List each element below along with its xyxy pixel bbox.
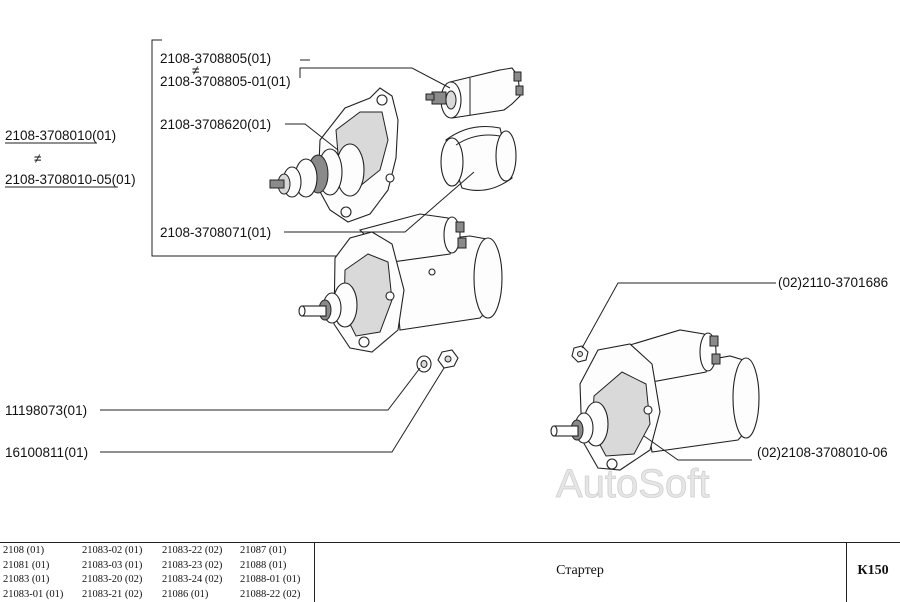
leader-lines <box>100 59 776 461</box>
title-cell: Стартер <box>314 543 847 602</box>
model-cell: 21083-01 (01) <box>3 588 64 600</box>
page-title: Стартер <box>556 563 604 578</box>
yoke-ring-drawing <box>440 125 517 191</box>
models-column: 21083-22 (02) 21083-23 (02) 21083-24 (02… <box>162 544 222 602</box>
model-cell: 21083-02 (01) <box>82 545 143 556</box>
models-column: 21083-02 (01) 21083-03 (01) 21083-20 (02… <box>82 544 142 602</box>
models-column: 21087 (01) 21088 (01) 21088-01 (01) 2108… <box>240 544 300 602</box>
solenoid-relay-drawing <box>425 67 524 119</box>
callout-nut-02: (02)2110-3701686 <box>778 275 888 290</box>
watermark: AutoSoft <box>556 462 709 506</box>
model-cell: 21088-22 (02) <box>240 588 301 600</box>
washer-nut-drawing <box>416 349 459 373</box>
model-cell: 2108 (01) <box>3 545 45 556</box>
nut-02-drawing <box>571 345 589 363</box>
starter-assembly-drawing <box>298 213 503 353</box>
page-code: К150 <box>857 563 889 578</box>
model-cell: 21083-24 (02) <box>162 574 223 585</box>
models-table: 2108 (01) 21081 (01) 21083 (01) 21083-01… <box>0 543 315 602</box>
drive-end-assembly-drawing <box>269 87 399 223</box>
callout-solenoid-b: 2108-3708805-01(01) <box>160 74 291 89</box>
model-cell: 21081 (01) <box>3 559 50 571</box>
callout-washer: 11198073(01) <box>5 403 87 418</box>
callout-starter-neq: ≠ <box>34 151 41 166</box>
callout-starter-a: 2108-3708010(01) <box>5 128 116 143</box>
callout-ring: 2108-3708071(01) <box>160 225 271 240</box>
model-cell: 21083 (01) <box>3 574 50 585</box>
callout-solenoid-a: 2108-3708805(01) <box>160 51 271 66</box>
model-cell: 21088 (01) <box>240 559 287 571</box>
model-cell: 21086 (01) <box>162 588 209 600</box>
model-cell: 21088-01 (01) <box>240 574 301 585</box>
starter-02-drawing <box>550 329 760 471</box>
model-cell: 21083-22 (02) <box>162 545 223 556</box>
callout-nut: 16100811(01) <box>5 445 88 460</box>
callout-drive-end: 2108-3708620(01) <box>160 117 271 132</box>
model-cell: 21083-23 (02) <box>162 559 223 571</box>
model-cell: 21083-03 (01) <box>82 559 143 571</box>
callout-solenoid-neq: ≠ <box>192 63 199 78</box>
callout-starter-02: (02)2108-3708010-06 <box>757 445 888 460</box>
models-column: 2108 (01) 21081 (01) 21083 (01) 21083-01… <box>3 544 63 602</box>
model-cell: 21083-20 (02) <box>82 574 143 585</box>
page-code-cell: К150 <box>846 543 900 602</box>
model-cell: 21087 (01) <box>240 545 287 556</box>
catalog-footer: 2108 (01) 21081 (01) 21083 (01) 21083-01… <box>0 542 900 602</box>
model-cell: 21083-21 (02) <box>82 588 143 600</box>
callout-labels: 2108-3708805(01) ≠ 2108-3708805-01(01) 2… <box>5 51 888 460</box>
parts-diagram: AutoSoft <box>5 39 888 506</box>
callout-starter-b: 2108-3708010-05(01) <box>5 172 136 187</box>
